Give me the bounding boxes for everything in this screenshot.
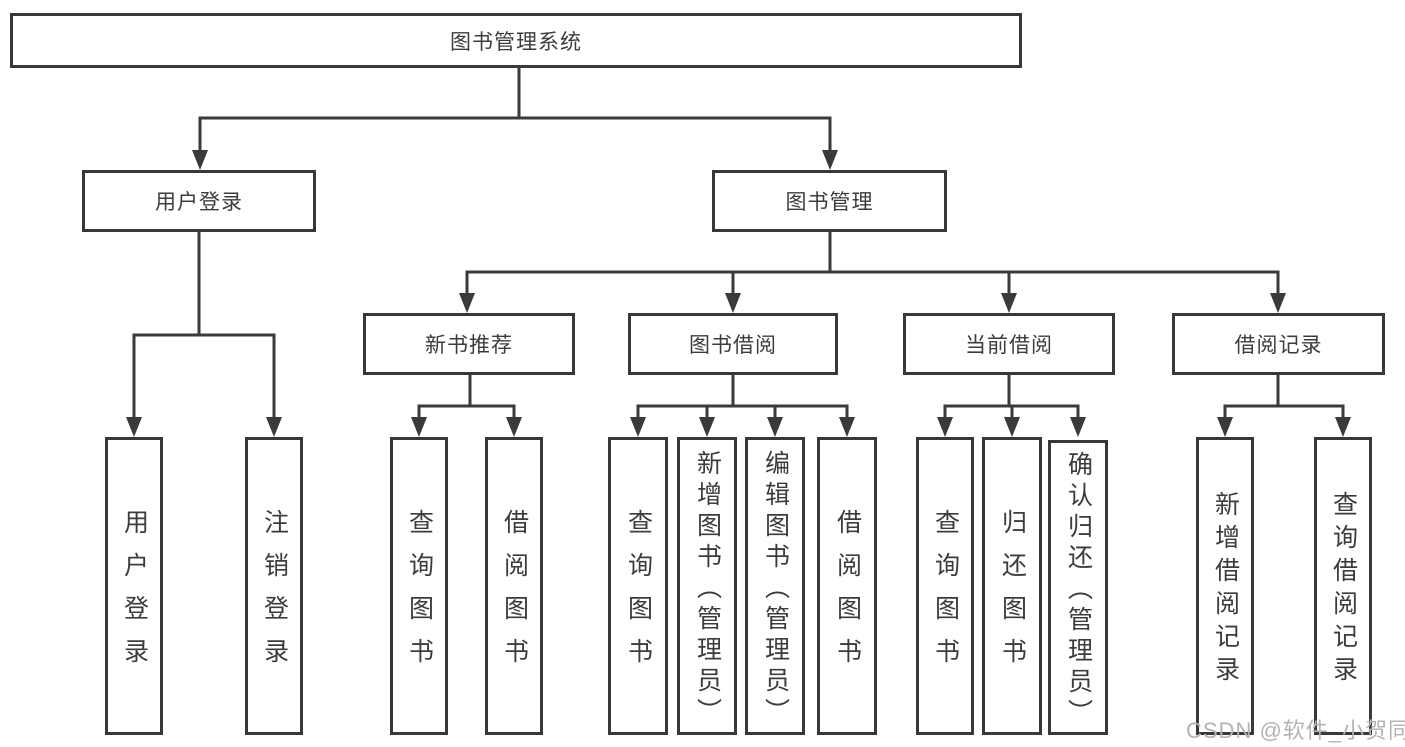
arrow-down-icon — [192, 150, 208, 170]
node-book-borrowing: 图书借阅 — [628, 313, 838, 375]
leaf-query-borrow-record-label: 查询借阅记录 — [1329, 491, 1358, 689]
leaf-query-books-current-label: 查询图书 — [931, 509, 960, 681]
leaf-borrow-books-label: 借阅图书 — [833, 509, 862, 681]
arrow-down-icon — [822, 150, 838, 170]
leaf-add-borrow-record-label: 新增借阅记录 — [1211, 491, 1240, 689]
leaf-borrow-books-recommend-label: 借阅图书 — [500, 509, 529, 681]
arrow-down-icon — [1001, 293, 1017, 313]
arrow-down-icon — [1070, 417, 1086, 437]
arrow-down-icon — [1270, 293, 1286, 313]
csdn-watermark: CSDN @软件_小贺同学 — [1186, 718, 1405, 743]
leaf-add-book-admin: 新增图书（管理员） — [677, 437, 737, 735]
arrow-down-icon — [459, 293, 475, 313]
arrow-down-icon — [1217, 417, 1233, 437]
node-book-management: 图书管理 — [712, 170, 947, 232]
leaf-query-borrow-record: 查询借阅记录 — [1314, 437, 1372, 735]
arrow-down-icon — [266, 417, 282, 437]
leaf-user-login-label: 用户登录 — [120, 509, 149, 681]
node-library-management-system: 图书管理系统 — [10, 13, 1022, 68]
node-new-book-recommendation: 新书推荐 — [363, 313, 575, 375]
node-borrowing-records: 借阅记录 — [1172, 313, 1385, 375]
leaf-borrow-books: 借阅图书 — [817, 437, 877, 735]
leaf-query-books-recommend-label: 查询图书 — [405, 509, 434, 681]
leaf-logout: 注销登录 — [245, 437, 303, 735]
arrow-down-icon — [937, 417, 953, 437]
leaf-edit-book-admin-label: 编辑图书（管理员） — [761, 449, 790, 729]
leaf-query-books-borrowing-label: 查询图书 — [624, 509, 653, 681]
arrow-down-icon — [411, 417, 427, 437]
leaf-query-books-borrowing: 查询图书 — [608, 437, 668, 735]
arrow-down-icon — [630, 417, 646, 437]
leaf-logout-label: 注销登录 — [260, 509, 289, 681]
arrow-down-icon — [1004, 417, 1020, 437]
arrow-head-group — [126, 150, 1351, 437]
arrow-down-icon — [126, 417, 142, 437]
node-user-login: 用户登录 — [82, 170, 316, 232]
arrow-down-icon — [506, 417, 522, 437]
arrow-down-icon — [1335, 417, 1351, 437]
leaf-user-login: 用户登录 — [105, 437, 163, 735]
leaf-add-book-admin-label: 新增图书（管理员） — [693, 449, 722, 729]
leaf-edit-book-admin: 编辑图书（管理员） — [745, 437, 805, 735]
arrow-down-icon — [839, 417, 855, 437]
node-current-borrowing: 当前借阅 — [903, 313, 1115, 375]
leaf-return-books: 归还图书 — [982, 437, 1042, 735]
leaf-confirm-return-admin-label: 确认归还（管理员） — [1064, 451, 1093, 730]
leaf-confirm-return-admin: 确认归还（管理员） — [1048, 440, 1108, 735]
leaf-borrow-books-recommend: 借阅图书 — [485, 437, 543, 735]
arrow-down-icon — [767, 417, 783, 437]
leaf-return-books-label: 归还图书 — [998, 509, 1027, 681]
connector-line-group — [132, 66, 1345, 420]
leaf-query-books-recommend: 查询图书 — [390, 437, 448, 735]
leaf-add-borrow-record: 新增借阅记录 — [1196, 437, 1254, 735]
leaf-query-books-current: 查询图书 — [916, 437, 974, 735]
arrow-down-icon — [725, 293, 741, 313]
arrow-down-icon — [699, 417, 715, 437]
